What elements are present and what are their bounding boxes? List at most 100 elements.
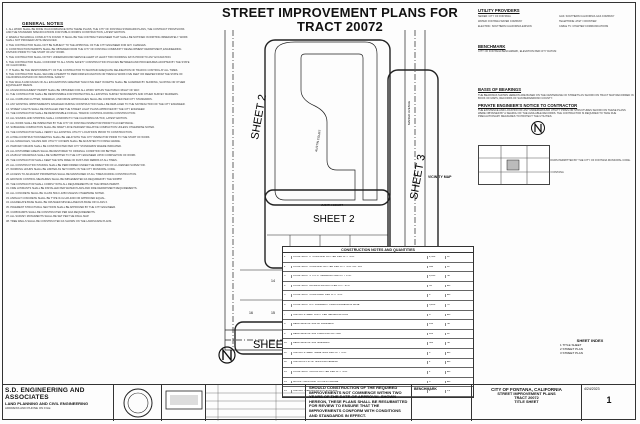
construction-note-unit: EA	[445, 294, 457, 298]
general-note-item: 6. THE CONTRACTOR SHALL CONFORM TO ALL S…	[6, 60, 190, 67]
construction-note-desc: CONSTRUCT CROSS GUTTER PER CITY STD.	[291, 371, 427, 374]
general-note-item: 32. ALL CONCRETE SHALL BE CLASS 560-C-32…	[6, 191, 105, 195]
construction-note-desc: INSTALL R1 STOP SIGN AND LEGEND	[291, 361, 427, 365]
utility-providers: UTILITY PROVIDERS SEWER: CITY OF FONTANA…	[478, 8, 634, 30]
sheet-number-cell: 4/24/2023 1	[582, 385, 636, 421]
benchmark-cell: BENCHMARK	[412, 385, 472, 421]
benchmark-label: BENCHMARK	[414, 387, 437, 391]
basis-heading: BASIS OF BEARINGS	[478, 87, 522, 92]
general-note-item: 7. IT SHALL BE THE RESPONSIBILITY OF THE…	[6, 68, 179, 72]
construction-note-no: 2	[284, 265, 286, 268]
general-note-item: 11. THE CONTRACTOR SHALL BE RESPONSIBLE …	[6, 93, 179, 97]
benchmark-section: BENCHMARK CITY OF FONTANA BENCHMARK, ELE…	[478, 44, 634, 54]
plan-title-line1: STREET IMPROVEMENT PLANS FOR	[221, 5, 458, 20]
construction-note-no: 12	[284, 361, 287, 364]
construction-notes-heading: CONSTRUCTION NOTES AND QUANTITIES	[283, 247, 473, 253]
engineer-seal-icon	[123, 388, 153, 418]
construction-note-no: 7	[284, 313, 286, 316]
general-note-item: 29. EROSION CONTROL MEASURES SHALL BE IM…	[6, 177, 123, 181]
construction-note-qty: 8	[427, 313, 445, 317]
north-arrow-icon	[218, 346, 236, 364]
engineer-notice: PRIVATE ENGINEER'S NOTICE TO CONTRACTOR …	[478, 103, 634, 119]
firm-name: S.D. ENGINEERING AND ASSOCIATES	[5, 387, 85, 401]
construction-note-desc: CONSTRUCT 4" P.C.C. SIDEWALK PER CITY ST…	[291, 275, 427, 278]
construction-note-qty: 9,815	[427, 275, 445, 278]
general-note-item: 31. FIRE HYDRANTS SHALL BE INSTALLED PER…	[6, 187, 138, 191]
general-note-item: 20. A PRE-CONSTRUCTION MEETING SHALL BE …	[6, 135, 151, 139]
general-note-item: 9. THE WALLS AND FACES OF ALL EXCAVATION…	[6, 80, 186, 88]
firm-cell: S.D. ENGINEERING AND ASSOCIATES LAND PLA…	[2, 385, 114, 421]
construction-note-qty: 3,200	[427, 303, 445, 307]
construction-note-unit: LF	[445, 265, 457, 269]
utility-provider-item: WATER: FONTANA WATER COMPANY	[478, 19, 523, 23]
general-note-item: 5. THE CONTRACTOR SHALL NOTIFY UNDERGROU…	[6, 56, 172, 60]
revisions-cell	[206, 385, 306, 421]
general-note-item: 14. STREET LIGHTS SHALL BE INSTALLED PER…	[6, 107, 146, 111]
sheet-index-item: 1 TITLE SHEET	[560, 343, 582, 347]
general-note-item: 21. ALL MANHOLES, VALVES AND UTILITY COV…	[6, 140, 121, 144]
construction-note-qty: 4	[427, 351, 445, 355]
project-name: STREET IMPROVEMENT PLANS	[497, 392, 556, 396]
construction-note-desc: CONSTRUCT CURB AND GUTTER PER CITY STD. …	[291, 265, 427, 269]
construction-note-qty: 34	[427, 284, 445, 288]
construction-note-qty: 6	[427, 380, 445, 384]
general-note-item: 15. THE CONTRACTOR SHALL BE RESPONSIBLE …	[6, 112, 136, 116]
engineer-notice-text: THE EXISTENCE AND LOCATION OF ANY UNDERG…	[478, 109, 626, 118]
construction-note-desc: INSTALL STREET LIGHT PER SEPARATE PLAN	[291, 313, 427, 317]
construction-note-row: 3 CONSTRUCT 4" P.C.C. SIDEWALK PER CITY S…	[283, 272, 473, 282]
construction-note-desc: CONSTRUCT 8" CURB AND GUTTER PER CITY ST…	[291, 255, 427, 259]
plan-title-line2: TRACT 20072	[296, 19, 383, 34]
utility-provider-item: GAS: SOUTHERN CALIFORNIA GAS COMPANY	[559, 14, 615, 18]
street-mango-avenue: MANGO AVENUE	[407, 101, 411, 125]
general-note-item: 12. ALL CURB AND GUTTER, SIDEWALK, AND D…	[6, 98, 153, 102]
general-note-item: 2. WHEN A TECHNICAL CONFLICT IS FOUND IT…	[6, 35, 188, 42]
vicinity-north-icon	[531, 121, 545, 135]
construction-note-no: 5	[284, 294, 286, 297]
firm-address: ADDRESS AND PHONE ON FILE	[5, 406, 51, 410]
construction-note-qty: 2	[427, 361, 445, 365]
construction-note-unit: LS	[445, 390, 457, 393]
vicinity-map-graphic	[479, 146, 549, 184]
utility-list: SEWER: CITY OF FONTANA GAS: SOUTHERN CALI…	[478, 15, 634, 30]
general-note-item: 23. ALL DISTURBED AREAS SHALL BE RESTORE…	[6, 149, 117, 153]
sheet-index-item: 2 STREET PLAN	[560, 347, 583, 351]
utility-provider-item: SEWER: CITY OF FONTANA	[478, 14, 511, 18]
engineer-notice-heading: PRIVATE ENGINEER'S NOTICE TO CONTRACTOR	[478, 102, 578, 108]
construction-note-no: 3	[284, 275, 286, 278]
general-note-item: 19. THE CONTRACTOR SHALL VERIFY ALL EXIS…	[6, 130, 133, 134]
construction-note-desc: CONSTRUCT CURB RAMP PER CITY STD.	[291, 294, 427, 298]
general-note-item: 35. PAVEMENT STRUCTURAL SECTIONS SHALL B…	[6, 205, 116, 209]
general-note-item: 26. ALL CONSTRUCTION STAKING SHALL BE PE…	[6, 163, 146, 167]
sheet-2-label-mid: SHEET 2	[313, 214, 355, 225]
warning-cell: SHOULD CONSTRUCTION OF THE REQUIRED IMPR…	[306, 385, 412, 421]
general-note-item: 8. THE CONTRACTOR SHALL SECURE A PERMIT …	[6, 73, 183, 80]
lot-14: 14	[271, 279, 275, 283]
construction-note-no: 13	[284, 371, 287, 374]
construction-note-desc: REMOVE EXISTING CURB AND GUTTER	[291, 332, 427, 336]
construction-note-qty: 300	[427, 342, 445, 345]
lot-15: 15	[271, 311, 275, 315]
general-note-item: 28. ACCESS TO ADJACENT PROPERTIES SHALL …	[6, 173, 137, 177]
sheet-2-label-top: SHEET 2	[249, 93, 269, 140]
general-note-item: 10. AN ENCROACHMENT PERMIT SHALL BE OBTA…	[6, 88, 140, 92]
construction-note-no: 6	[284, 303, 286, 306]
utility-providers-heading: UTILITY PROVIDERS	[478, 8, 520, 13]
general-note-item: 4. CONSTRUCTION PERMITS SHALL BE OBTAINE…	[6, 48, 182, 55]
construction-note-no: 9	[284, 332, 286, 335]
general-note-item: 38. TREE WELLS SHALL BE CONSTRUCTED AS S…	[6, 220, 112, 223]
construction-note-desc: REMOVE EXISTING AC PAVEMENT	[291, 323, 427, 326]
tract-number: TRACT 20072	[514, 396, 539, 400]
